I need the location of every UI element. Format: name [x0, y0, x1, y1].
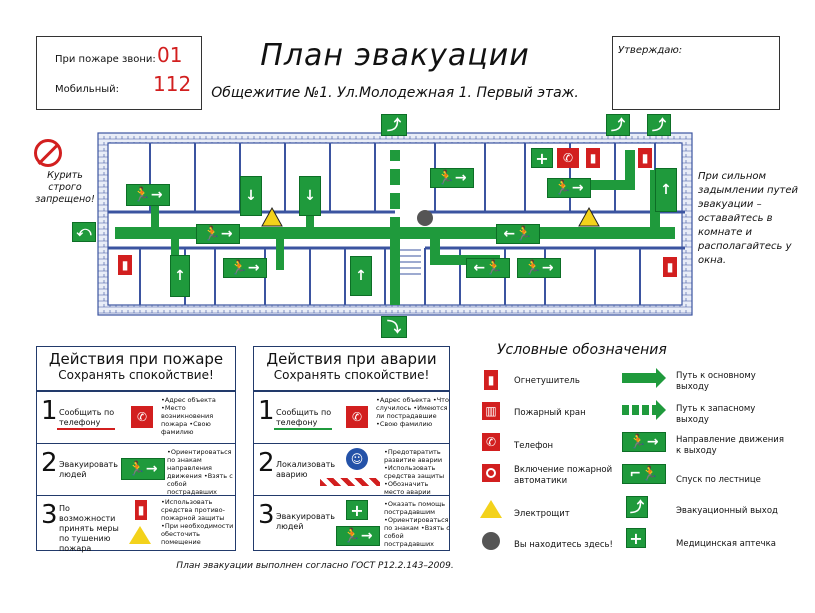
extinguisher-plan-icon-1: ▮: [586, 148, 600, 168]
direction-arrow-6: ←🏃: [496, 224, 540, 244]
direction-up-2: ↑: [655, 168, 677, 212]
accident-actions-panel: Действия при аварии Сохранять спокойстви…: [253, 346, 450, 551]
accident-panel-title: Действия при аварии: [266, 350, 437, 368]
main-route-arrow-icon: [622, 373, 658, 383]
exit-sign-bottom: ⤵: [381, 316, 407, 338]
page-subtitle: Общежитие №1. Ул.Молодежная 1. Первый эт…: [211, 85, 579, 101]
stairwell: [393, 249, 421, 275]
fire-step-1: 1 Сообщить по телефону ✆ •Адрес объекта …: [37, 391, 235, 443]
exit-sign-top: ⤴: [381, 114, 407, 136]
phone-icon: ✆: [131, 406, 153, 428]
fire-actions-panel: Действия при пожаре Сохранять спокойстви…: [36, 346, 236, 553]
first-aid-plan-icon: +: [531, 148, 553, 168]
hazard-tape-icon: [320, 478, 380, 486]
fire-call-number: 01: [157, 43, 183, 67]
direction-arrow-8: 🏃→: [517, 258, 561, 278]
direction-arrow-5: 🏃→: [547, 178, 591, 198]
phone-plan-icon: ✆: [557, 148, 579, 168]
emergency-exit-icon: ⤴: [626, 496, 648, 518]
gas-mask-icon: ☺: [346, 448, 368, 470]
you-are-here-marker: [417, 210, 433, 226]
exit-sign-top-right-1: ⤴: [606, 114, 630, 136]
high-voltage-icon: [480, 500, 502, 518]
accident-step-1: 1 Сообщить по телефону ✆ •Адрес объекта …: [254, 391, 449, 443]
phone-box: При пожаре звони: 01 Мобильный: 112: [36, 36, 202, 110]
exit-direction-icon: 🏃→: [622, 432, 666, 452]
phone-icon: ✆: [346, 406, 368, 428]
first-aid-icon: +: [346, 500, 368, 520]
fire-panel-subtitle: Сохранять спокойствие!: [58, 368, 214, 382]
exit-sign-left: ⤺: [72, 222, 96, 242]
extinguisher-plan-icon-2: ▮: [638, 148, 652, 168]
exit-sign-top-right-2: ⤴: [647, 114, 671, 136]
fire-panel-title: Действия при пожаре: [48, 350, 224, 368]
fire-step-3: 3 По возможности принять меры по тушению…: [37, 495, 235, 553]
accident-step-3: 3 Эвакуировать людей + 🏃→ •Оказать помощ…: [254, 495, 450, 551]
fire-extinguisher-icon: ▮: [484, 370, 498, 390]
direction-down-2: ↓: [299, 176, 321, 216]
direction-up-3: ↑: [350, 256, 372, 296]
accident-step-2: 2 Локализовать аварию ☺ •Предотвратить р…: [254, 443, 449, 496]
extinguisher-plan-icon-4: ▮: [663, 257, 677, 277]
you-are-here-icon: [482, 532, 500, 550]
direction-down-1: ↓: [240, 176, 262, 216]
exit-direction-icon: 🏃→: [121, 458, 165, 480]
high-voltage-icon: [129, 526, 151, 544]
fire-call-label: При пожаре звони:: [55, 54, 156, 65]
legend-title: Условные обозначения: [497, 342, 667, 358]
mobile-number: 112: [153, 72, 192, 96]
no-smoking-icon: [34, 139, 62, 167]
fire-hydrant-icon: ▥: [482, 402, 500, 420]
direction-arrow-3: 🏃→: [223, 258, 267, 278]
exit-direction-icon: 🏃→: [336, 526, 380, 546]
phone-icon: ✆: [482, 433, 500, 451]
high-voltage-marker: [261, 206, 600, 227]
outer-wall: [98, 133, 692, 315]
no-smoking-note: Курить строго запрещено!: [35, 170, 95, 205]
direction-arrow-2: 🏃→: [196, 224, 240, 244]
direction-arrow-4: 🏃→: [430, 168, 474, 188]
approve-label: Утверждаю:: [618, 45, 683, 56]
footer-note: План эвакуации выполнен согласно ГОСТ Р1…: [176, 561, 454, 571]
first-aid-icon: +: [626, 528, 646, 548]
fire-extinguisher-icon: ▮: [135, 500, 147, 520]
fire-alarm-icon: [482, 464, 500, 482]
direction-up-1: ↑: [170, 255, 190, 297]
smoke-advice-note: При сильном задымлении путей эвакуации –…: [698, 171, 798, 266]
accident-panel-subtitle: Сохранять спокойствие!: [273, 368, 430, 382]
backup-route-arrow-icon: [622, 405, 658, 415]
direction-arrow-1: 🏃→: [126, 184, 170, 206]
direction-arrow-7: ←🏃: [466, 258, 510, 278]
fire-step-2: 2 Эвакуировать людей 🏃→ •Ориентироваться…: [37, 443, 235, 496]
mobile-label: Мобильный:: [55, 84, 119, 95]
approve-box: Утверждаю:: [612, 36, 780, 110]
stairs-down-icon: ⌐🏃: [622, 464, 666, 484]
extinguisher-plan-icon-3: ▮: [118, 255, 132, 275]
page-title: План эвакуации: [260, 38, 530, 73]
